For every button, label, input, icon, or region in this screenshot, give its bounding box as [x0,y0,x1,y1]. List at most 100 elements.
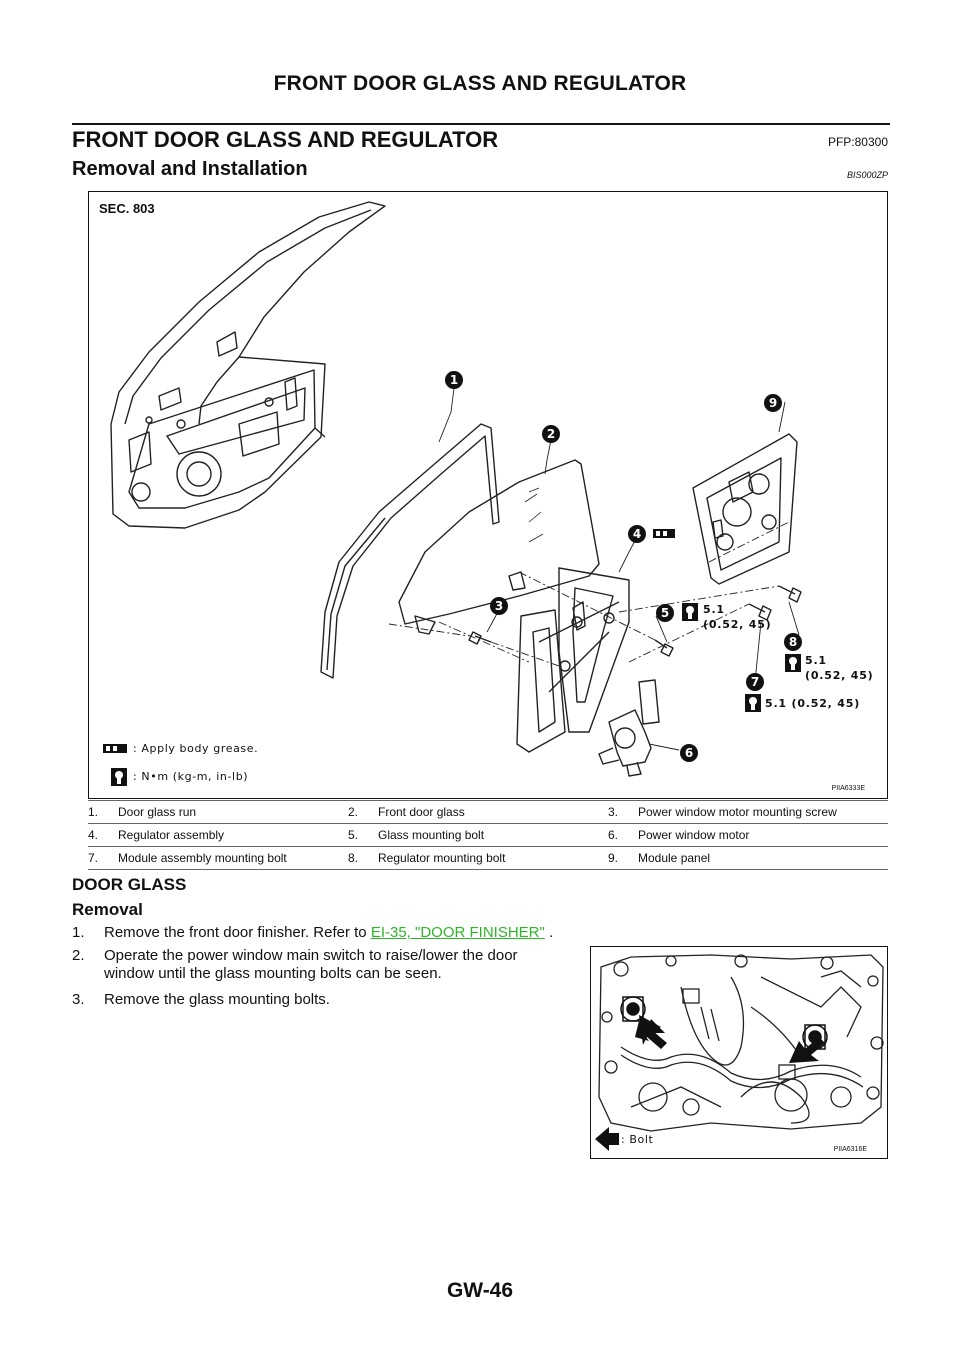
torque-value: 5.1 [805,654,827,667]
pfp-code: PFP:80300 [827,135,888,149]
step-text: Remove the front door finisher. Refer to… [104,924,553,942]
part-name: Power window motor mounting screw [638,805,837,819]
part-cell: 2. Front door glass [348,800,608,824]
leader-lines [438,387,800,751]
bolt-location-illustration: : Bolt PIIA6316E [590,946,888,1159]
svg-text:2: 2 [547,427,555,441]
part-cell: 7. Module assembly mounting bolt [88,846,348,870]
diagram-drawing: 1 2 3 4 5 6 7 [103,201,802,786]
torque-value-imperial: (0.52, 45) [703,618,772,631]
torque-value-imperial: (0.52, 45) [805,669,874,682]
bolts-drawing [468,585,802,657]
part-name: Glass mounting bolt [378,828,485,842]
svg-text:5: 5 [661,606,669,620]
figure-id: PIIA6333E [831,785,865,792]
part-cell: 8. Regulator mounting bolt [348,846,608,870]
table-row: 1. Door glass run 2. Front door glass 3. Po… [88,800,888,824]
section-title: FRONT DOOR GLASS AND REGULATOR [72,127,499,152]
part-number: 7. [88,851,99,865]
page-number: GW-46 [446,1279,514,1302]
bolt-arrow-icon [789,1037,825,1063]
callout-9: 9 [764,394,782,412]
torque-wrench-icon [111,768,127,786]
svg-text:6: 6 [685,746,693,760]
svg-text:4: 4 [633,527,641,541]
callout-4: 4 [628,525,646,543]
part-name: Module assembly mounting bolt [118,851,287,865]
reference-code: BIS000ZP [846,170,888,180]
step-text-before: Remove the front door finisher. Refer to [104,924,371,941]
callout-5: 5 [656,604,674,622]
grease-icon [103,744,127,753]
part-number: 9. [608,851,619,865]
part-number: 1. [88,805,99,819]
removal-heading: Removal [72,900,143,919]
torque-wrench-icon [745,694,761,712]
part-name: Front door glass [378,805,465,819]
grease-icon [653,529,675,538]
part-name: Regulator mounting bolt [378,851,506,865]
part-name: Door glass run [118,805,197,819]
figure-id: PIIA6316E [831,1146,869,1153]
part-cell: 4. Regulator assembly [88,823,348,847]
svg-text:1: 1 [450,373,458,387]
regulator-drawing [516,567,630,753]
callout-8: 8 [784,633,802,651]
part-number: 5. [348,828,359,842]
part-name: Regulator assembly [118,828,225,842]
torque-wrench-icon [785,654,801,672]
parts-list: 1. Door glass run 2. Front door glass 3. Po… [88,800,888,870]
step-number: 1. [72,924,85,941]
callout-7: 7 [746,673,764,691]
part-cell: 6. Power window motor [608,823,888,847]
part-number: 3. [608,805,619,819]
part-number: 6. [608,828,619,842]
part-cell: 1. Door glass run [88,800,348,824]
subsection-title: Removal and Installation [72,158,308,180]
part-number: 2. [348,805,359,819]
glass-run-drawing [320,423,500,679]
motor-drawing [598,679,660,777]
step-text-after: . [544,924,554,941]
svg-text:9: 9 [769,396,777,410]
torque-spec-module-bolt: 5.1 (0.52, 45) [765,697,861,710]
part-name: Module panel [638,851,711,865]
step-text-continued: window until the glass mounting bolts ca… [104,965,442,982]
running-header: FRONT DOOR GLASS AND REGULATOR [273,72,687,95]
table-row: 7. Module assembly mounting bolt 8. Regula… [88,846,888,870]
callout-1: 1 [445,371,463,389]
part-number: 8. [348,851,359,865]
bolt-legend: : Bolt [621,1133,654,1146]
legend-grease: : Apply body grease. [133,742,259,755]
step-text: Operate the power window main switch to … [104,947,518,964]
part-name: Power window motor [638,828,750,842]
torque-wrench-icon [682,603,698,621]
svg-text:7: 7 [751,675,759,689]
torque-spec-glass-bolt: 5.1 (0.52, 45) [703,602,772,632]
module-panel-drawing [692,433,798,585]
door-panel-drawing [110,201,386,529]
callout-3: 3 [490,597,508,615]
bolt-arrow-icon [595,1127,619,1151]
door-glass-heading: DOOR GLASS [72,875,187,894]
bolt-arrow-icon [635,1015,667,1049]
svg-text:3: 3 [495,599,503,613]
module-panel-photo-drawing [595,954,884,1151]
svg-text:8: 8 [789,635,797,649]
ei-35-door-finisher-link[interactable]: EI-35, "DOOR FINISHER" [370,924,545,941]
legend-torque: : N•m (kg-m, in-lb) [133,770,249,783]
exploded-diagram: 1 2 3 4 5 6 7 [88,191,888,799]
step-number: 2. [72,947,85,964]
section-number-label: SEC. 803 [99,201,155,216]
title-rule [72,123,890,125]
part-number: 4. [88,828,99,842]
table-row: 4. Regulator assembly 5. Glass mounting bo… [88,823,888,847]
callout-2: 2 [542,425,560,443]
callout-6: 6 [680,744,698,762]
alignment-lines [388,521,790,667]
part-cell: 3. Power window motor mounting screw [608,800,888,824]
torque-spec-regulator-bolt: 5.1 (0.52, 45) [805,653,874,683]
door-glass-drawing [398,459,600,635]
part-cell: 5. Glass mounting bolt [348,823,608,847]
step-text: Remove the glass mounting bolts. [104,991,330,1008]
